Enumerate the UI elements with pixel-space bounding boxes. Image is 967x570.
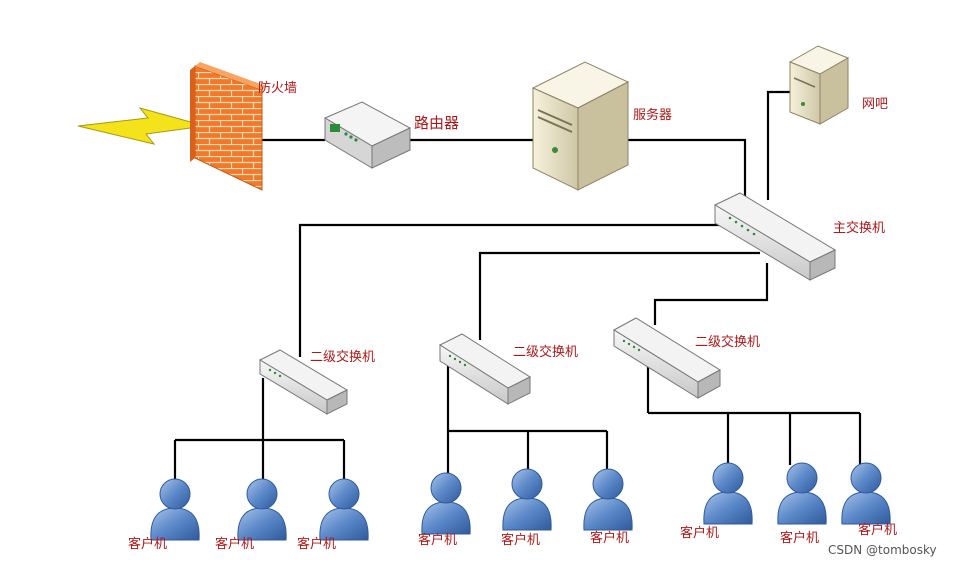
clients-group: 客户机客户机客户机客户机客户机客户机客户机客户机客户机	[128, 462, 897, 552]
watermark-text: CSDN @tombosky	[828, 543, 937, 557]
lightning-icon	[77, 107, 206, 145]
client-6-icon	[583, 468, 633, 531]
server-label: 服务器	[633, 107, 672, 123]
main-switch-icon	[713, 192, 837, 281]
client-4-label: 客户机	[418, 532, 457, 548]
client-2-icon	[237, 478, 287, 541]
sub-switch-2-label: 二级交换机	[513, 344, 578, 360]
client-8-label: 客户机	[780, 530, 819, 546]
wires	[173, 90, 862, 482]
wire-main-sub3	[653, 263, 769, 325]
client-5-icon	[502, 468, 552, 531]
sub-switch-1-label: 二级交换机	[310, 349, 375, 365]
wire-server-mainswitch	[625, 138, 747, 210]
client-7-icon	[703, 462, 753, 525]
client-6-label: 客户机	[590, 530, 629, 546]
sub-switch-1-icon	[258, 349, 349, 415]
wire-main-sub1	[298, 223, 740, 357]
client-7-label: 客户机	[680, 525, 719, 541]
router-icon	[323, 101, 412, 169]
netcafe-label: 网吧	[862, 97, 888, 112]
client-1-icon	[150, 478, 200, 541]
client-1-label: 客户机	[128, 536, 167, 552]
firewall-icon	[190, 62, 266, 191]
client-5-label: 客户机	[501, 532, 540, 548]
client-9-label: 客户机	[858, 522, 897, 538]
netcafe-server-icon	[788, 45, 850, 125]
sub-switch-3-icon	[613, 317, 721, 399]
client-2-label: 客户机	[215, 536, 254, 552]
client-3-icon	[319, 478, 369, 541]
client-4-icon	[421, 472, 471, 535]
wire-main-sub2	[478, 251, 760, 340]
firewall-label: 防火墙	[258, 80, 297, 96]
server-icon	[531, 61, 630, 191]
client-3-label: 客户机	[297, 536, 336, 552]
wire-netcafe-mainswitch	[766, 90, 790, 200]
sub-switch-2-icon	[438, 333, 532, 405]
client-8-icon	[777, 462, 827, 525]
router-label: 路由器	[414, 114, 459, 132]
main-switch-label: 主交换机	[833, 220, 885, 236]
sub-switch-3-label: 二级交换机	[695, 334, 760, 350]
client-9-icon	[841, 462, 891, 525]
